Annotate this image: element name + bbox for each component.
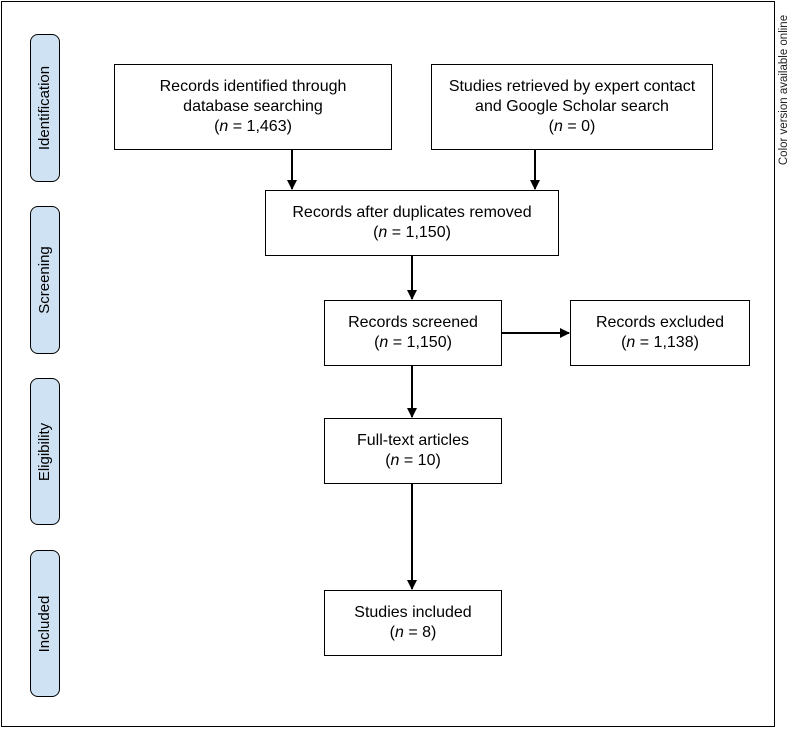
stage-screening: Screening — [30, 206, 60, 354]
screened-line1: Records screened — [348, 314, 478, 331]
after-duplicates-count: (n = 1,150) — [373, 224, 451, 241]
database-search-line1: Records identified through — [159, 78, 347, 95]
expert-contact-line2: and Google Scholar search — [475, 98, 669, 115]
stage-included: Included — [30, 550, 60, 697]
stage-label-eligibility: Eligibility — [36, 422, 53, 481]
stage-eligibility: Eligibility — [30, 378, 60, 525]
stage-label-screening: Screening — [36, 246, 53, 314]
stage-label-identification: Identification — [36, 65, 53, 151]
color-version-note: Color version available online — [776, 0, 792, 180]
box-included: Studies included (n = 8) — [324, 590, 502, 656]
excluded-count: (n = 1,138) — [621, 334, 699, 351]
box-database-search: Records identified through database sear… — [114, 64, 392, 150]
box-excluded: Records excluded (n = 1,138) — [570, 300, 750, 366]
excluded-line1: Records excluded — [595, 314, 725, 331]
database-search-count: (n = 1,463) — [214, 118, 292, 135]
database-search-line2: database searching — [183, 98, 323, 115]
expert-contact-line1: Studies retrieved by expert contact — [448, 78, 696, 95]
expert-contact-count: (n = 0) — [548, 118, 596, 135]
screened-count: (n = 1,150) — [374, 334, 452, 351]
figure-frame — [1, 1, 775, 727]
included-line1: Studies included — [354, 604, 472, 621]
box-after-duplicates: Records after duplicates removed (n = 1,… — [265, 190, 559, 256]
included-count: (n = 8) — [389, 624, 437, 641]
box-full-text: Full-text articles (n = 10) — [324, 418, 502, 484]
full-text-count: (n = 10) — [385, 452, 441, 469]
box-expert-contact: Studies retrieved by expert contact and … — [431, 64, 713, 150]
stage-identification: Identification — [30, 34, 60, 182]
stage-label-included: Included — [36, 595, 53, 652]
full-text-line1: Full-text articles — [356, 432, 470, 449]
box-screened: Records screened (n = 1,150) — [324, 300, 502, 366]
color-version-text: Color version available online — [778, 14, 790, 166]
after-duplicates-line1: Records after duplicates removed — [292, 204, 532, 221]
